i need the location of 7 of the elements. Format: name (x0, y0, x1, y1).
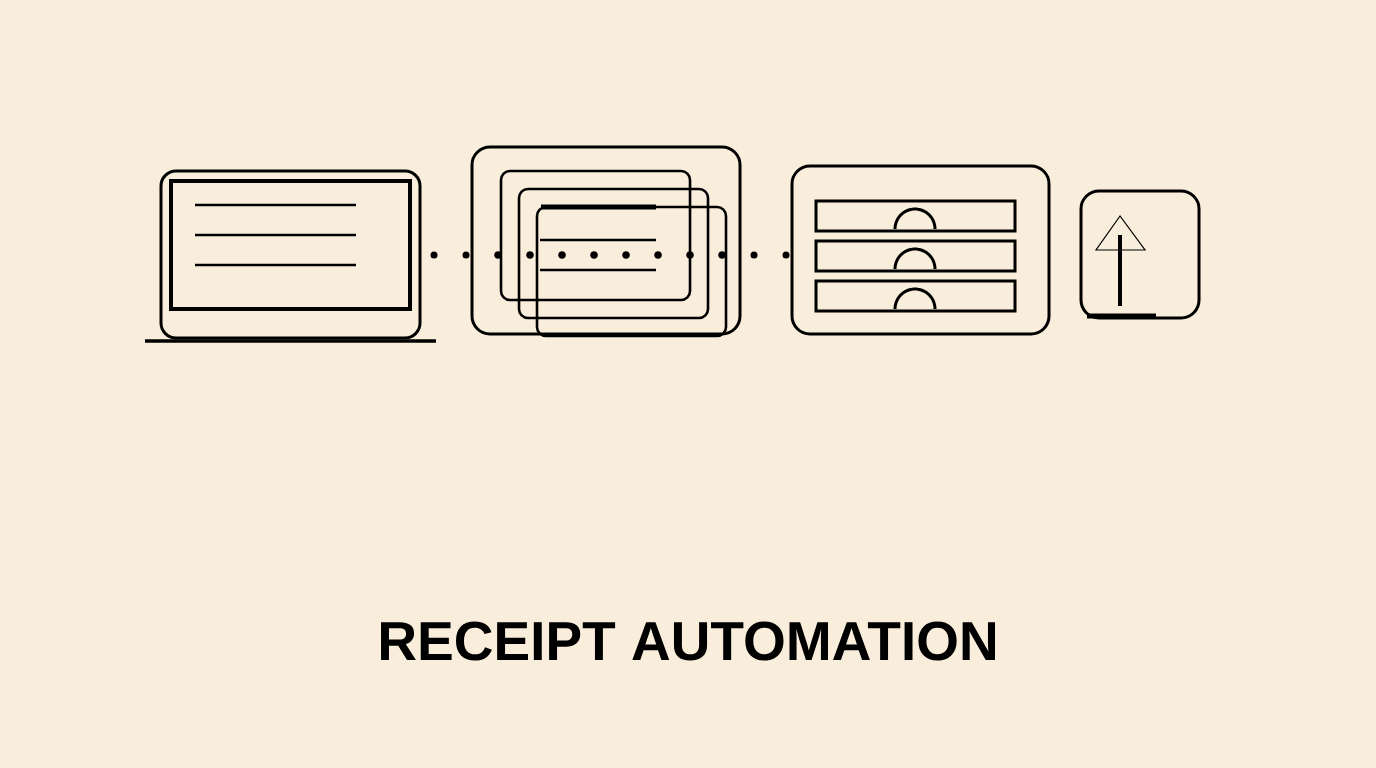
drawer-cabinet-icon (790, 164, 1051, 336)
laptop-icon (145, 169, 436, 343)
title: RECEIPT AUTOMATION (381, 621, 995, 661)
dotted-line (430, 251, 471, 259)
dotted-line (750, 251, 791, 259)
document-stack-icon (470, 145, 742, 338)
upload-icon (1079, 189, 1201, 320)
